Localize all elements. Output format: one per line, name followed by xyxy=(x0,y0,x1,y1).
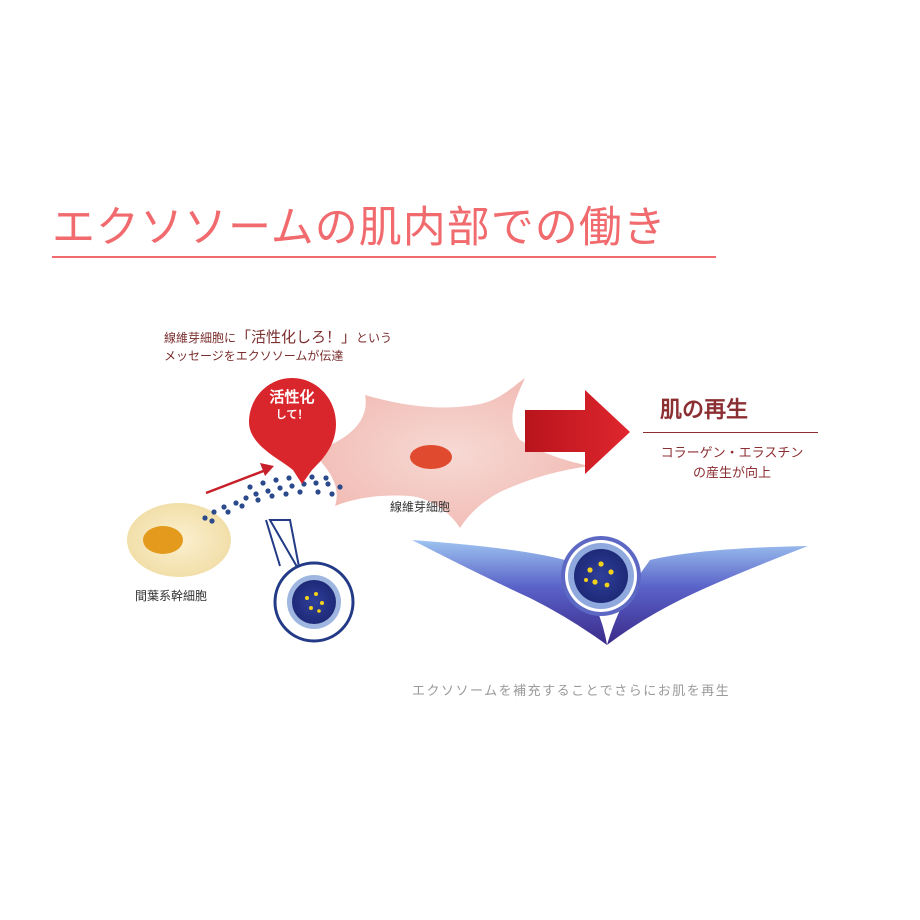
exosome-dot xyxy=(297,489,303,495)
result-line1: コラーゲン・エラスチン xyxy=(660,446,804,461)
exosome-dot xyxy=(289,483,295,489)
result-divider xyxy=(643,432,818,433)
exosome-dots xyxy=(202,474,343,524)
message-quote: 「活性化しろ！」 xyxy=(236,328,357,346)
exosome-dot xyxy=(233,500,239,506)
mesenchymal-stem-cell xyxy=(127,503,231,577)
pin-label: 活性化 して！ xyxy=(254,388,330,424)
stem-cell-nucleus xyxy=(143,526,183,554)
caption: エクソソームを補充することでさらにお肌を再生 xyxy=(412,684,731,699)
message-suffix: という xyxy=(356,331,393,345)
fibroblast-label: 線維芽細胞 xyxy=(390,500,451,514)
exosome-dot xyxy=(277,485,283,491)
exosome-dot xyxy=(265,488,271,494)
exosome-dot xyxy=(286,475,292,481)
exosome-dot xyxy=(255,497,261,503)
exosome-dot xyxy=(260,480,266,486)
exosome-dot xyxy=(239,503,245,509)
fibroblast-cell xyxy=(312,378,590,528)
activation-pin xyxy=(249,378,336,484)
exosome-dot xyxy=(325,481,331,487)
exosome-dot xyxy=(211,509,217,515)
result-line2: の産生が向上 xyxy=(692,466,771,481)
signal-arrow xyxy=(205,463,274,495)
pin-label-line1: 活性化 xyxy=(269,388,315,406)
title-underline xyxy=(52,256,716,258)
result-text: コラーゲン・エラスチン の産生が向上 xyxy=(628,444,836,484)
result-arrow xyxy=(525,390,630,474)
exosome-dot xyxy=(283,491,289,497)
exosome-dot xyxy=(337,484,343,490)
mesenchymal-label: 間葉系幹細胞 xyxy=(135,589,208,603)
message-prefix: 線維芽細胞に xyxy=(164,331,237,345)
exosome-dot xyxy=(209,518,215,524)
exosome-dot xyxy=(315,489,321,495)
exosome-dot xyxy=(202,515,208,521)
exosome-dot xyxy=(221,504,227,510)
message-line2: メッセージをエクソソームが伝達 xyxy=(164,349,344,363)
fibroblast-nucleus xyxy=(410,445,452,469)
page-title: エクソソームの肌内部での働き xyxy=(52,203,667,253)
result-title: 肌の再生 xyxy=(660,397,749,423)
exosome-dot xyxy=(329,491,335,497)
exosome-dot xyxy=(247,484,253,490)
exosome-dot xyxy=(225,509,231,515)
exosome-dot xyxy=(313,480,319,486)
exosome-cargo-small xyxy=(305,592,324,613)
exosome-dot xyxy=(269,493,275,499)
exosome-funnel xyxy=(412,536,808,645)
exosome-dot xyxy=(309,474,315,480)
pin-label-line2: して！ xyxy=(275,408,309,421)
exosome-cargo-large xyxy=(584,561,614,588)
exosome-dot xyxy=(253,491,259,497)
fibroblast-body xyxy=(312,378,590,528)
zoom-callout xyxy=(265,519,355,643)
message-text: 線維芽細胞に「活性化しろ！」という メッセージをエクソソームが伝達 xyxy=(164,328,392,365)
exosome-dot xyxy=(323,475,329,481)
exosome-dot xyxy=(273,477,279,483)
exosome-dot xyxy=(243,495,249,501)
